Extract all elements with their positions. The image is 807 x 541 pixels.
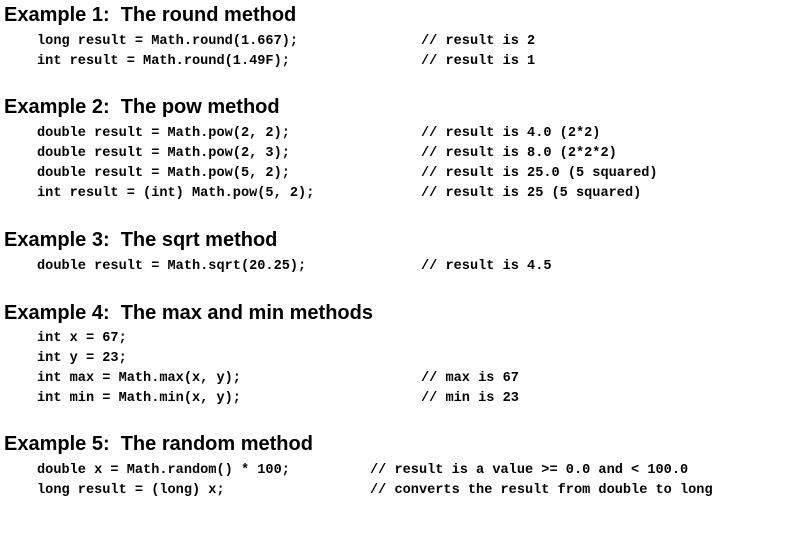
example-3-heading: Example 3: The sqrt method <box>4 229 278 251</box>
code-comment: // result is 4.5 <box>421 259 552 274</box>
code-statement: double result = Math.sqrt(20.25); <box>37 259 307 274</box>
code-comment: // min is 23 <box>421 391 519 406</box>
code-line: int max = Math.max(x, y); // max is 67 <box>37 369 519 389</box>
code-comment: // converts the result from double to lo… <box>370 483 713 498</box>
code-line: int y = 23; <box>37 349 127 369</box>
code-comment: // result is 2 <box>421 34 536 49</box>
code-statement: int result = (int) Math.pow(5, 2); <box>37 186 315 201</box>
code-line: double result = Math.pow(2, 3); // resul… <box>37 144 617 164</box>
code-statement: double result = Math.pow(2, 3); <box>37 146 290 161</box>
code-statement: int min = Math.min(x, y); <box>37 391 241 406</box>
code-comment: // result is 25.0 (5 squared) <box>421 166 658 181</box>
code-line: double result = Math.sqrt(20.25); // res… <box>37 257 552 277</box>
code-statement: int x = 67; <box>37 331 127 346</box>
example-2-heading: Example 2: The pow method <box>4 96 280 118</box>
code-statement: double x = Math.random() * 100; <box>37 463 290 478</box>
example-5-heading: Example 5: The random method <box>4 433 313 455</box>
code-statement: int result = Math.round(1.49F); <box>37 54 290 69</box>
code-comment: // max is 67 <box>421 371 519 386</box>
example-4-heading: Example 4: The max and min methods <box>4 302 373 324</box>
code-line: int min = Math.min(x, y); // min is 23 <box>37 389 519 409</box>
code-statement: int y = 23; <box>37 351 127 366</box>
code-statement: double result = Math.pow(5, 2); <box>37 166 290 181</box>
code-comment: // result is 25 (5 squared) <box>421 186 642 201</box>
code-line: int result = Math.round(1.49F); // resul… <box>37 52 535 72</box>
code-statement: double result = Math.pow(2, 2); <box>37 126 290 141</box>
code-line: int result = (int) Math.pow(5, 2); // re… <box>37 184 641 204</box>
code-line: double x = Math.random() * 100; // resul… <box>37 461 688 481</box>
code-comment: // result is 8.0 (2*2*2) <box>421 146 617 161</box>
code-line: double result = Math.pow(5, 2); // resul… <box>37 164 658 184</box>
code-statement: long result = Math.round(1.667); <box>37 34 299 49</box>
code-comment: // result is 1 <box>421 54 536 69</box>
code-statement: int max = Math.max(x, y); <box>37 371 241 386</box>
code-comment: // result is a value >= 0.0 and < 100.0 <box>370 463 689 478</box>
code-line: double result = Math.pow(2, 2); // resul… <box>37 124 600 144</box>
code-comment: // result is 4.0 (2*2) <box>421 126 601 141</box>
code-line: long result = (long) x; // converts the … <box>37 481 713 501</box>
example-1-heading: Example 1: The round method <box>4 4 297 26</box>
code-line: long result = Math.round(1.667); // resu… <box>37 32 535 52</box>
code-statement: long result = (long) x; <box>37 483 225 498</box>
code-line: int x = 67; <box>37 329 127 349</box>
